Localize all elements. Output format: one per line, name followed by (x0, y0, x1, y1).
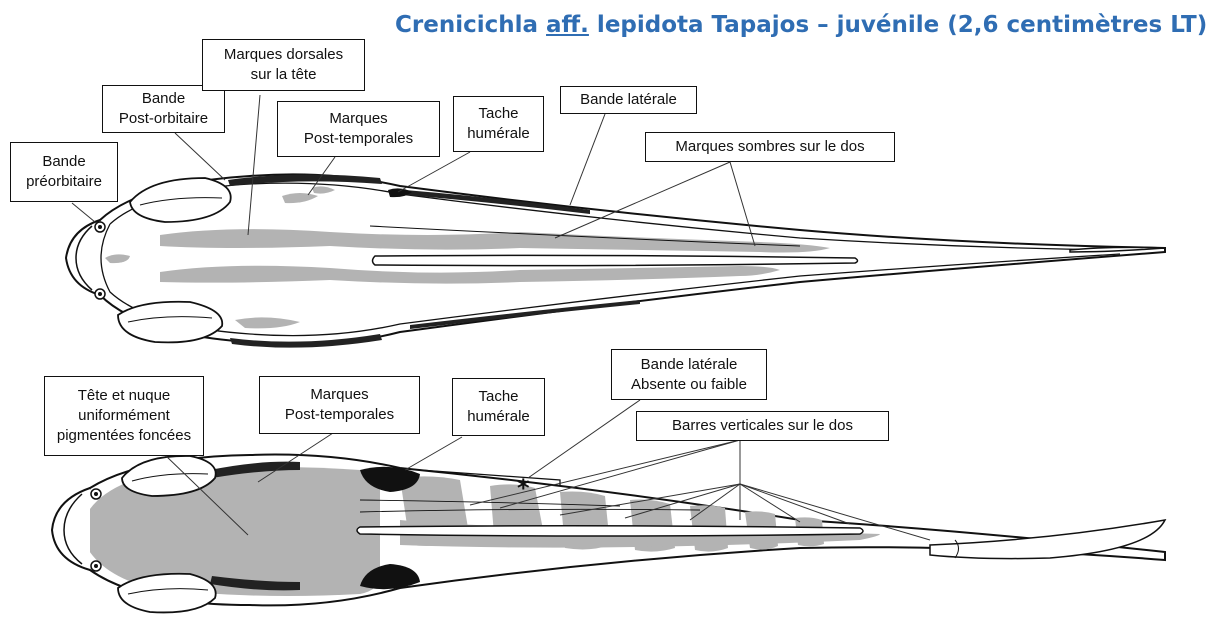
bottom-lateral-line (356, 524, 864, 537)
bottom-humeral-spot-lower (360, 564, 420, 590)
top-fin-lower (117, 300, 224, 344)
top-postorbital-band-lower (230, 334, 382, 348)
bottom-humeral-spot-upper (360, 466, 420, 492)
asterisk-marker: * (517, 474, 530, 502)
top-lateral-band (405, 190, 590, 214)
label-vertical-bars: Barres verticales sur le dos (636, 411, 889, 441)
top-humeral-spot (388, 188, 412, 198)
bottom-fin-upper (121, 455, 217, 497)
top-postorbital-band (228, 174, 382, 186)
bottom-head-pigment (80, 466, 380, 596)
top-lateral-line (371, 254, 859, 267)
top-fish (64, 173, 1166, 348)
top-leader-lines (71, 94, 756, 247)
bottom-leader-lines (164, 399, 931, 541)
top-fin-upper (129, 177, 232, 223)
top-gray-markings (105, 186, 830, 329)
label-lateral-band-top: Bande latérale (560, 86, 697, 114)
bottom-fish (50, 453, 1167, 614)
figure-title: Crenicichla aff. lepidota Tapajos – juvé… (395, 12, 1207, 38)
bottom-fin-lower (117, 572, 217, 614)
label-dark-back-marks: Marques sombres sur le dos (645, 132, 895, 162)
